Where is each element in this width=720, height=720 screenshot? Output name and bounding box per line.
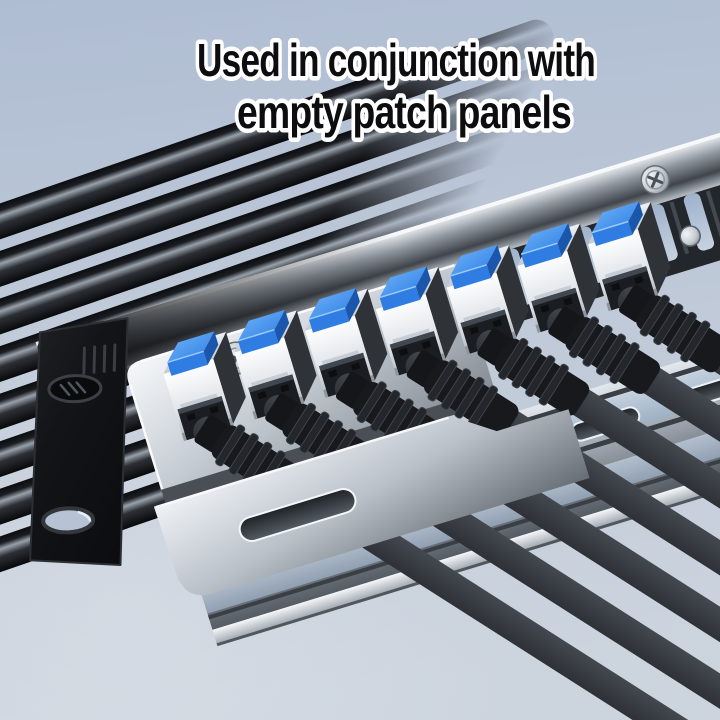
- latch-tab-front: [167, 351, 208, 376]
- caption: Used in conjunction with empty patch pan…: [193, 30, 601, 143]
- patch-cable: [617, 285, 720, 644]
- latch-tab-front: [591, 221, 633, 247]
- latch-highlight: [167, 350, 204, 364]
- module-side-face: [496, 245, 529, 338]
- latch-highlight: [591, 220, 629, 234]
- latch-tab-side: [415, 266, 431, 300]
- caption-line-2: empty patch panels: [237, 86, 571, 138]
- caption-line-1: Used in conjunction with: [197, 34, 595, 86]
- ethernet-cable: [0, 19, 554, 297]
- latch-tab-side: [486, 244, 502, 279]
- rivet: [679, 225, 701, 247]
- module-side-face: [354, 288, 388, 381]
- rack-ear: [29, 317, 129, 566]
- strain-relief-boot: [548, 307, 660, 394]
- latch-tab-side: [557, 223, 573, 257]
- bracket-slot: [238, 487, 357, 543]
- latch-tab-side: [628, 201, 643, 235]
- latch-tab-top: [238, 309, 286, 341]
- panel-top-rail: [35, 90, 720, 388]
- latch-tab-side: [274, 309, 290, 344]
- latch-highlight: [450, 264, 487, 277]
- strain-relief-boot: [406, 350, 519, 438]
- module-side-face: [213, 331, 246, 424]
- strain-relief-boot: [477, 328, 590, 416]
- latch-tab-front: [379, 286, 421, 311]
- empty-keystone-slot: [683, 190, 720, 251]
- ethernet-cable: [0, 62, 567, 340]
- module-side-face: [637, 202, 671, 295]
- patch-cable: [405, 350, 720, 709]
- latch-tab-top: [450, 244, 498, 276]
- patch-cable: [547, 307, 720, 665]
- latch-tab-front: [238, 329, 279, 355]
- latch-tab-front: [450, 264, 491, 290]
- module-side-face: [284, 310, 317, 403]
- latch-highlight: [308, 307, 346, 320]
- latch-tab-top: [308, 288, 356, 320]
- module-side-face: [425, 267, 459, 359]
- latch-tab-top: [591, 201, 639, 233]
- module-side-face: [567, 223, 600, 316]
- patch-cable: [476, 328, 720, 687]
- mounting-hole: [41, 506, 96, 535]
- latch-tab-side: [203, 331, 219, 365]
- mounting-hole: [47, 374, 103, 404]
- latch-highlight: [237, 328, 275, 342]
- latch-tab-front: [521, 243, 562, 268]
- strain-relief-boot: [619, 285, 720, 373]
- latch-tab-front: [308, 308, 350, 333]
- support-bracket: [153, 409, 590, 596]
- ethernet-cable: [0, 105, 580, 383]
- latch-tab-top: [167, 331, 215, 363]
- tray-front-lip: [212, 398, 720, 646]
- latch-tab-side: [345, 288, 360, 322]
- latch-highlight: [520, 242, 558, 255]
- latch-tab-top: [379, 266, 427, 298]
- latch-tab-top: [521, 223, 569, 255]
- latch-highlight: [379, 285, 417, 299]
- screw: [640, 165, 670, 195]
- ear-grip-ribs: [82, 343, 117, 375]
